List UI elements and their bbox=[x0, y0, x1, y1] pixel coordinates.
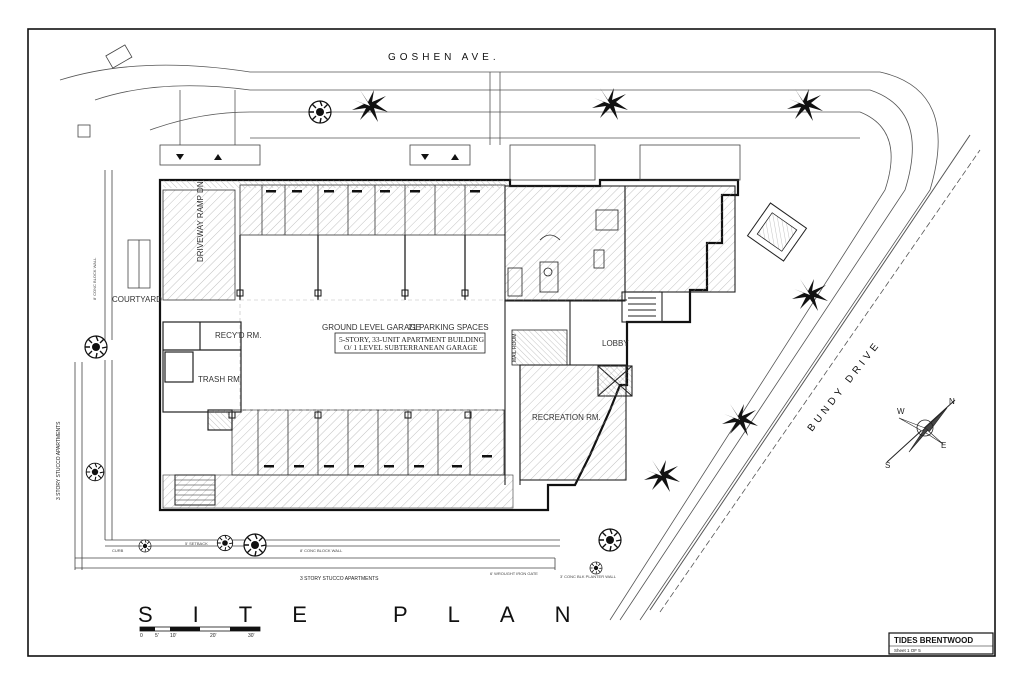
north-letter: N bbox=[949, 397, 955, 406]
transformer-pad bbox=[746, 202, 808, 262]
west-letter: W bbox=[897, 407, 905, 416]
sheet-number: Sheet 1 OF 5 bbox=[894, 648, 921, 653]
parking-count-label: 21 PARKING SPACES bbox=[408, 323, 489, 332]
west-neighbor-label: 3 STORY STUCCO APARTMENTS bbox=[56, 421, 62, 500]
shrub-icon bbox=[243, 533, 267, 557]
street-label-north: GOSHEN AVE. bbox=[388, 52, 500, 63]
lobby-label: LOBBY bbox=[602, 339, 629, 348]
shrub-icon bbox=[216, 534, 234, 552]
curb-note: CURB bbox=[112, 548, 124, 553]
courtyard-label: COURTYARD bbox=[112, 295, 162, 304]
north-arrow-icon: N E S W bbox=[885, 397, 956, 470]
garage-drive-aisle bbox=[239, 299, 506, 411]
recreation-room-label: RECREATION RM. bbox=[532, 413, 601, 422]
south-walls bbox=[74, 360, 560, 570]
street-lines bbox=[59, 64, 981, 621]
garage-label: GROUND LEVEL GARAGE bbox=[322, 323, 421, 332]
driveway-label: DRIVEWAY RAMP DN bbox=[196, 181, 205, 262]
stall-dividers-north bbox=[239, 185, 466, 300]
building-description: 5-STORY, 33-UNIT APARTMENT BUILDING bbox=[339, 335, 485, 344]
driveway-arrows bbox=[176, 154, 459, 160]
palm-tree-icon bbox=[787, 89, 823, 121]
scale-bar: 0 5' 10' 20' 30' bbox=[139, 626, 261, 639]
stall-dividers-south bbox=[257, 410, 471, 475]
recycle-room-label: RECY'D RM. bbox=[215, 331, 261, 340]
scale-tick-20: 20' bbox=[210, 633, 217, 639]
shrub-icon bbox=[138, 539, 152, 553]
sheet-border bbox=[27, 28, 996, 657]
west-property bbox=[104, 170, 151, 340]
mail-room-label: MAIL ROOM bbox=[512, 334, 518, 362]
east-letter: E bbox=[941, 441, 946, 450]
project-name: TIDES BRENTWOOD bbox=[894, 636, 973, 645]
ramp-area bbox=[162, 189, 236, 301]
west-wall-note: 8' CONC BLOCK WALL bbox=[92, 257, 97, 300]
shrub-icon bbox=[308, 100, 332, 124]
shrub-icon bbox=[85, 462, 105, 482]
shrub-icon bbox=[84, 335, 108, 359]
scale-tick-10: 10' bbox=[170, 633, 177, 639]
shrub-icon bbox=[598, 528, 622, 552]
title-block: TIDES BRENTWOOD Sheet 1 OF 5 bbox=[888, 632, 994, 655]
south-letter: S bbox=[885, 461, 890, 470]
south-strip bbox=[162, 474, 514, 509]
trash-room-label: TRASH RM. bbox=[198, 375, 242, 384]
drawing-title: SITE PLAN bbox=[138, 602, 610, 627]
scale-tick-5: 5' bbox=[155, 633, 159, 639]
scale-tick-30: 30' bbox=[248, 633, 255, 639]
palm-tree-icon bbox=[792, 279, 828, 311]
shrub-icon bbox=[589, 561, 603, 575]
palm-tree-icon bbox=[592, 88, 628, 120]
service-rooms bbox=[162, 321, 242, 431]
palm-tree-icon bbox=[644, 460, 680, 492]
south-wall-note: 8' CONC BLOCK WALL bbox=[300, 548, 343, 553]
basement-description: O/ 1 LEVEL SUBTERRANEAN GARAGE bbox=[344, 343, 478, 352]
setback-note: 5' SETBACK bbox=[185, 541, 208, 546]
parking-row-north bbox=[239, 184, 506, 236]
scale-tick-0: 0 bbox=[140, 633, 143, 639]
parking-row-south bbox=[231, 409, 505, 476]
east-wing-rooms bbox=[504, 185, 736, 485]
palm-tree-icon bbox=[352, 90, 388, 122]
street-label-east: BUNDY DRIVE bbox=[806, 339, 884, 434]
gate-note: 6' WROUGHT IRON GATE bbox=[490, 571, 538, 576]
south-neighbor-label: 3 STORY STUCCO APARTMENTS bbox=[300, 576, 379, 582]
planter-note: 3' CONC BLK PLANTER WALL bbox=[560, 574, 617, 579]
